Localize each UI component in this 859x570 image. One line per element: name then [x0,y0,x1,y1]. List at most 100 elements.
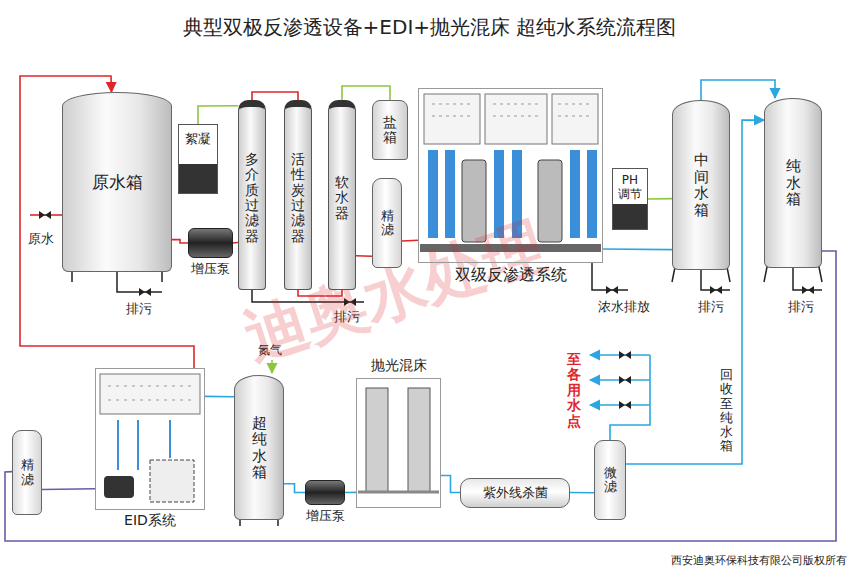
return-label: 回收至纯水箱 [720,368,733,454]
dosing-box: 絮凝 [178,124,218,194]
resin-column [366,388,388,492]
node-text: 活性炭过滤器 [291,152,305,244]
resin-column [408,388,430,492]
outlet-label: 至各用水点 [567,352,581,429]
inlet-label: 原水 [28,230,54,248]
pipe-connector [342,86,390,100]
valve [619,351,631,359]
drain-label: 排污 [126,300,152,318]
membrane-tube [570,150,580,238]
softener-column: 软水器 [328,100,356,290]
drain-pipe [592,263,628,290]
node-text: 纯水箱 [786,158,801,208]
pipe-connector [284,484,305,493]
tank: 原水箱 [62,92,172,272]
filter-column: 多介质过滤器 [238,100,266,290]
node-text: 精滤 [21,458,34,487]
panel-dots [432,104,592,116]
pipe-connector [252,92,298,100]
pump: 增压泵 [305,480,345,505]
tank: 纯水箱 [764,98,822,268]
pipe-connector [172,240,188,243]
pipe-connector [345,492,356,494]
text-holder: 活性炭过滤器 [285,107,311,289]
pipe-connector [205,396,234,398]
edi-pump [104,476,134,498]
membrane-tube [587,150,597,238]
drain-pipe [701,270,730,290]
node-text: PH调节 [617,174,643,202]
node-text: 多介质过滤器 [245,152,259,244]
pipe-connector [198,106,238,124]
text-holder: 原水箱 [63,93,171,271]
node-text: 中间水箱 [694,152,709,218]
pipe-connector [20,76,194,368]
node-text: 盐箱 [383,115,397,146]
cartridge-filter: 精滤 [12,430,42,515]
text-holder: 精滤 [373,179,401,267]
high-pressure-pump [538,160,562,242]
node-text: 软水器 [335,175,349,221]
text-holder: 超纯水箱 [235,376,283,519]
mixed-bed-rack: 抛光混床 [356,378,441,508]
membrane-tube [428,150,438,238]
ro-rack: 双级反渗透系统 [418,88,603,263]
valve [39,211,51,219]
text-holder: PH调节 [613,169,647,229]
panel-dots [108,386,192,400]
control-panel [485,94,547,144]
copyright: 西安迪奥环保科技有限公司版权所有 [671,553,847,568]
valve [710,286,722,294]
pipe-connector [648,198,672,200]
text-holder: 微滤 [595,441,625,519]
drain-label: 排污 [788,298,814,316]
drain-pipe [793,268,822,290]
cartridge-filter: 精滤 [372,178,402,268]
salt-tank: 盐箱 [372,100,408,160]
valve [619,401,631,409]
filter-column: 活性炭过滤器 [284,100,312,290]
tank-leg [72,272,162,282]
dosing-box: PH调节 [612,168,648,230]
node-text: 微滤 [604,466,617,495]
valve [802,286,814,294]
text-holder: 软水器 [329,107,355,289]
text-holder: 纯水箱 [765,99,821,267]
control-panel [552,94,598,144]
text-holder: 絮凝 [179,125,217,193]
valve [619,376,631,384]
drain-label: 排污 [698,298,724,316]
node-text: 紫外线杀菌 [483,484,548,502]
pipe-connector [701,80,775,100]
valve [139,288,151,296]
text-holder: 紫外线杀菌 [461,479,569,507]
tank: 超纯水箱 [234,375,284,520]
text-holder: 精滤 [13,431,41,514]
pipe-connector [570,492,594,494]
node-caption: 增压泵 [306,507,345,525]
text-holder: 多介质过滤器 [239,107,265,289]
node-caption: 双级反渗透系统 [455,265,567,286]
node-text: 絮凝 [185,130,211,148]
edi-module [150,460,194,502]
pump: 增压泵 [188,228,233,258]
membrane-tube [445,150,455,238]
micro-filter: 微滤 [594,440,626,520]
text-holder: 盐箱 [373,101,407,159]
edi-rack: EID系统 [95,368,205,510]
pipe-connector [603,248,672,250]
node-caption: 增压泵 [191,260,230,278]
node-text: 精滤 [381,209,394,238]
control-panel [100,374,200,414]
pipe-connector [42,488,95,490]
node-caption: 抛光混床 [371,357,427,375]
node-text: 原水箱 [92,171,143,194]
diagram-title: 典型双极反渗透设备+EDI+抛光混床 超纯水系统流程图 [0,14,859,41]
supply-pipe [610,355,650,440]
uv-sterilizer: 紫外线杀菌 [460,478,570,508]
valve [606,286,618,294]
edi-rack-detail [100,374,200,502]
